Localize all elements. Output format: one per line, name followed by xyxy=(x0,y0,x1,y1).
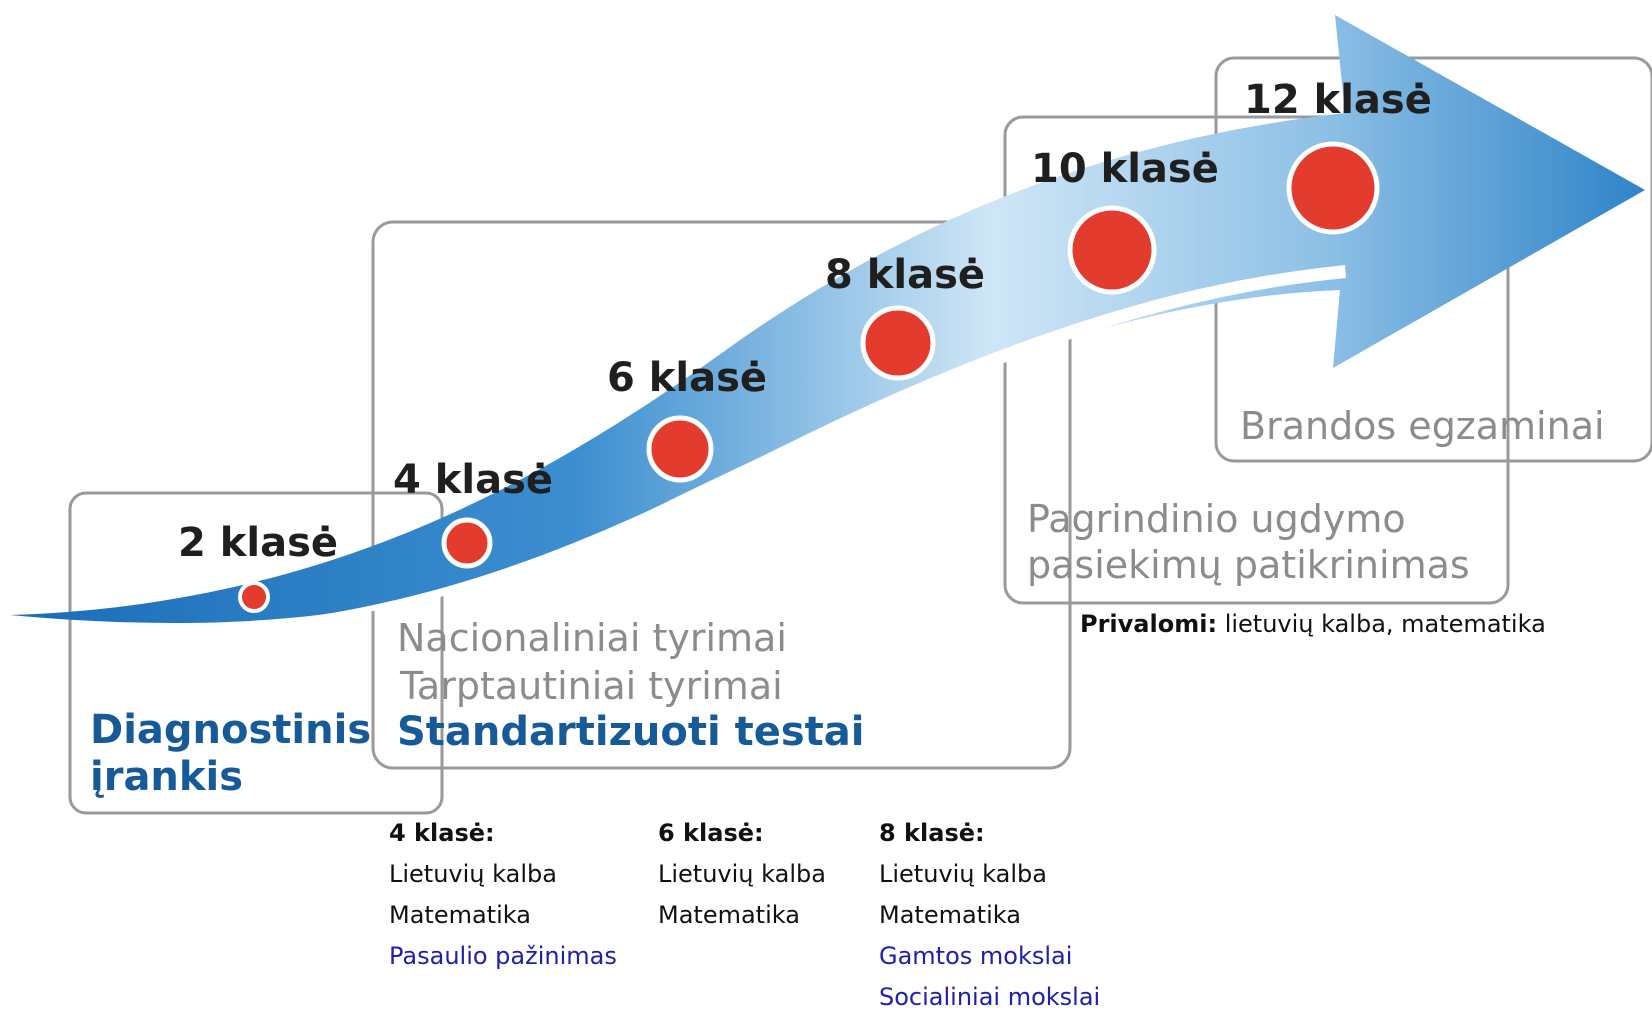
grade-6-subjects: 6 klasė: Lietuvių kalba Matematika xyxy=(658,813,826,936)
progress-arrow xyxy=(10,15,1645,624)
grade-12-marker xyxy=(1286,141,1380,235)
mandatory-label: Privalomi: xyxy=(1080,610,1218,638)
grade-4-marker xyxy=(441,517,493,569)
grade-4-label: 4 klasė xyxy=(393,457,553,503)
optional-subject-item: Gamtos mokslai xyxy=(879,942,1073,970)
optional-subject-item: Pasaulio pažinimas xyxy=(389,942,617,970)
basic-exam-line2: pasiekimų patikrinimas xyxy=(1027,543,1470,587)
arrow-highlight xyxy=(240,265,1346,625)
grade-6-marker xyxy=(646,415,714,483)
diagnostic-title-line1: Diagnostinis xyxy=(90,707,371,753)
standardized-box xyxy=(371,220,1072,770)
international-surveys-text: Tarptautiniai tyrimai xyxy=(399,664,783,708)
diagnostic-box xyxy=(68,491,444,815)
standardized-tests-title: Standartizuoti testai xyxy=(397,709,864,755)
optional-subject-item: Socialiniai mokslai xyxy=(879,983,1101,1011)
subject-item: Lietuvių kalba xyxy=(389,860,557,888)
subject-item: Matematika xyxy=(879,901,1021,929)
grade-6-label: 6 klasė xyxy=(607,355,767,401)
subject-item: Matematika xyxy=(389,901,531,929)
basic-exam-line1: Pagrindinio ugdymo xyxy=(1027,497,1406,541)
diagnostic-title-line2: įrankis xyxy=(90,754,243,800)
subject-item: Lietuvių kalba xyxy=(658,860,826,888)
grade-8-subjects: 8 klasė: Lietuvių kalba Matematika Gamto… xyxy=(879,813,1100,1018)
grade-4-subjects-heading: 4 klasė: xyxy=(389,819,495,847)
mandatory-text: lietuvių kalba, matematika xyxy=(1224,610,1546,638)
grade-10-label: 10 klasė xyxy=(1031,146,1219,192)
grade-6-subjects-heading: 6 klasė: xyxy=(658,819,764,847)
grade-8-label: 8 klasė xyxy=(825,252,985,298)
grade-2-label: 2 klasė xyxy=(178,520,338,566)
grade-4-subjects: 4 klasė: Lietuvių kalba Matematika Pasau… xyxy=(389,813,617,977)
grade-8-marker xyxy=(860,305,936,381)
grade-12-label: 12 klasė xyxy=(1244,77,1432,123)
mandatory-subjects: Privalomi: lietuvių kalba, matematika xyxy=(1080,610,1546,638)
subject-item: Matematika xyxy=(658,901,800,929)
grade-8-subjects-heading: 8 klasė: xyxy=(879,819,985,847)
national-surveys-text: Nacionaliniai tyrimai xyxy=(397,616,787,660)
grade-2-marker xyxy=(238,581,270,613)
grade-10-marker xyxy=(1067,205,1157,295)
matura-exams-text: Brandos egzaminai xyxy=(1240,404,1605,448)
subject-item: Lietuvių kalba xyxy=(879,860,1047,888)
